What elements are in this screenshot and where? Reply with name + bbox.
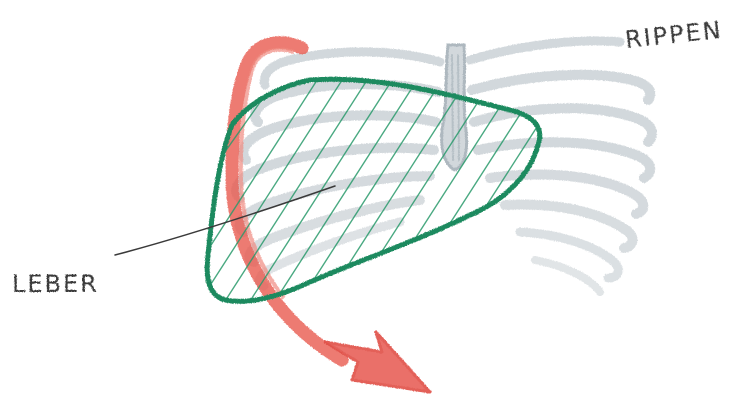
rib-cage	[236, 41, 652, 292]
sternum	[442, 45, 467, 170]
liver-hatching	[95, 60, 630, 340]
ribs-label: RIPPEN	[624, 16, 724, 54]
right-ribs	[470, 41, 652, 292]
liver-label: LEBER	[12, 270, 99, 298]
liver	[95, 60, 630, 340]
